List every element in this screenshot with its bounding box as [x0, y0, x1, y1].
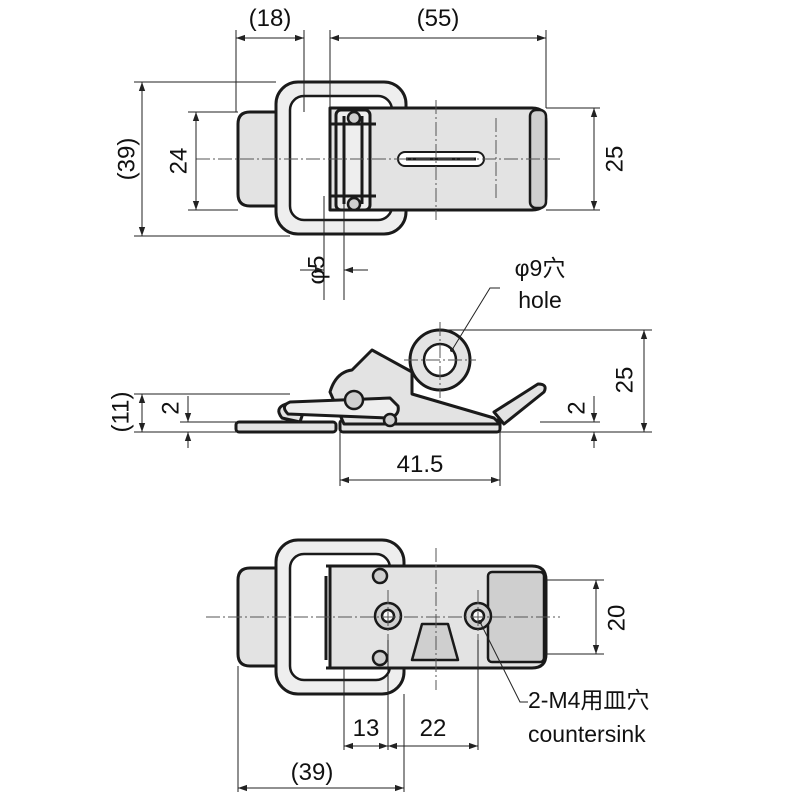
dim-top-main-width: (55): [417, 5, 460, 32]
top-pin-top: [346, 110, 362, 126]
side-hook-strip: [234, 420, 338, 434]
dim-bottom-overall-length: (39): [291, 759, 334, 786]
bottom-view: 2-M4用皿穴 countersink 20 13 22 (39): [206, 538, 649, 792]
bottom-rivet-top: [371, 567, 389, 585]
dim-bottom-hole-offset: 13: [353, 715, 380, 742]
hole-note-ja: φ9穴: [515, 255, 566, 281]
side-lever: [283, 396, 400, 420]
dim-side-total-height: (11): [107, 392, 134, 433]
dim-wire-diameter: φ5: [303, 256, 330, 285]
dim-bottom-plate-height: 20: [603, 605, 630, 632]
dim-top-overall-height: (39): [113, 138, 140, 181]
side-view: φ9穴 hole (11) 2 2 25 41.5: [107, 255, 652, 486]
hole-note-en: hole: [518, 287, 561, 313]
dim-side-left-thickness: 2: [157, 401, 184, 414]
countersink-note-ja: 2-M4用皿穴: [528, 687, 649, 713]
side-pivot: [343, 389, 365, 411]
dim-top-left-width: (18): [249, 5, 292, 32]
dim-top-inner-height: 24: [165, 148, 192, 175]
dim-side-base-length: 41.5: [397, 451, 444, 478]
bottom-rivet-bottom: [371, 649, 389, 667]
countersink-note-en: countersink: [528, 721, 646, 747]
dim-side-height: 25: [611, 367, 638, 394]
bottom-center-tab: [410, 622, 460, 662]
dim-top-plate-height: 25: [601, 146, 628, 173]
top-pin-bottom: [346, 196, 362, 212]
dim-bottom-hole-pitch: 22: [420, 715, 447, 742]
top-view: (18) (55) (39) 24 25 φ5: [113, 5, 628, 300]
side-right-tab: [492, 382, 547, 426]
dim-side-right-thickness: 2: [563, 401, 590, 414]
